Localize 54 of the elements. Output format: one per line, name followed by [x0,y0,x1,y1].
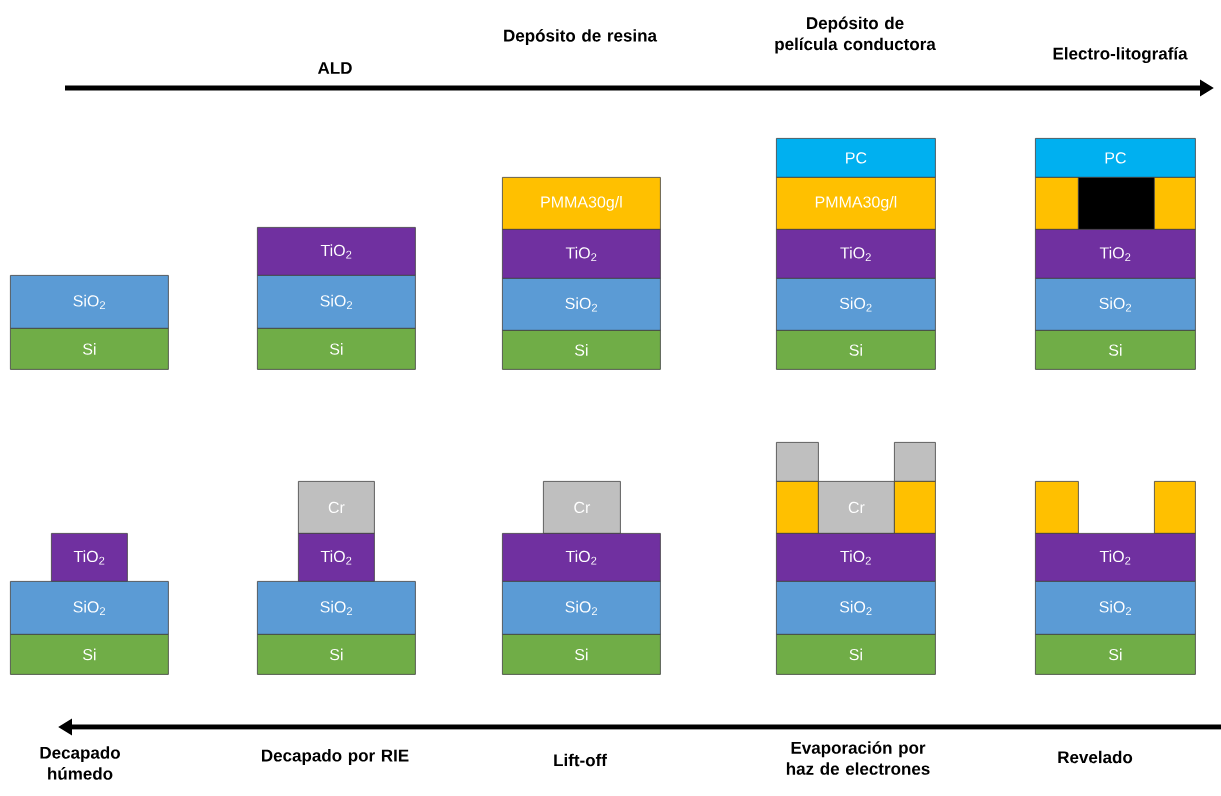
layer-block: Si [10,328,169,370]
layer-block [894,442,936,482]
layer-block: Si [10,634,169,675]
layer-block: TiO$_{2}$ [502,533,661,582]
layer-block: Si [1035,634,1196,675]
layer-block: SiO$_{2}$ [502,581,661,635]
layer-block: SiO$_{2}$ [257,581,416,635]
layer-block [776,481,819,534]
layer-block: TiO$_{2}$ [502,229,661,279]
layer-block: SiO$_{2}$ [776,581,936,635]
layer-block: Cr [298,481,375,534]
layer-block: Si [502,634,661,675]
layer-block: TiO$_{2}$ [1035,533,1196,582]
layer-block: Cr [818,481,895,534]
layer-block [1154,177,1196,230]
step-label: ALD [317,62,352,74]
layer-block [1078,177,1155,230]
layer-block [1154,481,1196,534]
layer-block [894,481,936,534]
step-label: Lift-off [554,753,607,767]
step-label: Depósito de resina [504,29,658,45]
layer-block: Cr [543,481,621,534]
layer-block: SiO$_{2}$ [1035,581,1196,635]
layer-block: TiO$_{2}$ [776,229,936,279]
step-label: Decapado por RIE [262,749,409,765]
layer-block: TiO$_{2}$ [51,533,128,582]
layer-block: SiO$_{2}$ [257,275,416,329]
layer-block: PC [776,138,936,178]
layer-block: TiO$_{2}$ [298,533,375,582]
layer-block: Si [776,330,936,370]
layer-block: SiO$_{2}$ [776,278,936,331]
layer-block: SiO$_{2}$ [1035,278,1196,331]
step-label: Electro-litografía [1053,46,1188,64]
layer-block: Si [502,330,661,370]
step-label: Revelado [1058,750,1133,764]
layer-block: PC [1035,138,1196,178]
layer-block: TiO$_{2}$ [1035,229,1196,279]
layer-block: PMMA30g/l [776,177,936,230]
layer-block: Si [257,634,416,675]
layer-block [1035,177,1079,230]
layer-block [776,442,819,482]
layer-block: Si [257,328,416,370]
layer-block: TiO$_{2}$ [776,533,936,582]
layer-block: Si [776,634,936,675]
step-label: Decapado húmedo [40,746,120,780]
layer-block: PMMA30g/l [502,177,661,230]
layer-block: SiO$_{2}$ [10,275,169,329]
step-label: Depósito de película conductora [775,16,936,54]
layer-block: SiO$_{2}$ [10,581,169,635]
layer-block: SiO$_{2}$ [502,278,661,331]
layer-block: TiO$_{2}$ [257,227,416,276]
layer-block [1035,481,1079,534]
step-label: Evaporación por haz de electrones [786,741,930,775]
layer-block: Si [1035,330,1196,370]
